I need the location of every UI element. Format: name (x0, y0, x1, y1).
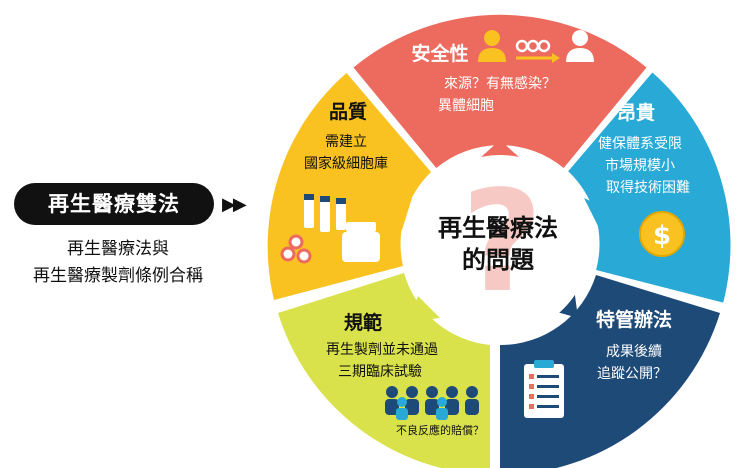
safety-line-2: 異體細胞 (438, 98, 494, 114)
expensive-line-3: 取得技術困難 (606, 179, 690, 196)
dollar-coin-icon: $ (639, 211, 685, 257)
dual-law-description: 再生醫療法與 再生醫療製劑條例合稱 (0, 236, 236, 290)
norms-title: 規範 (344, 311, 382, 334)
expensive-title: 昂貴 (617, 101, 655, 124)
special-line-2: 追蹤公開？ (597, 366, 667, 382)
center-title-line-2: 的問題 (462, 246, 535, 274)
double-arrow-icon: ▶▶ (222, 194, 247, 215)
cell-vials-icon (304, 194, 346, 232)
norms-note: 不良反應的賠償？ (396, 423, 484, 437)
transfer-arrow-icon (516, 53, 560, 63)
checklist-clipboard-icon (524, 360, 564, 418)
expensive-line-1: 健保體系受限 (598, 136, 682, 152)
segment-expensive (568, 72, 731, 303)
center-title-line-1: 再生醫療法 (438, 214, 558, 242)
safety-line-1: 來源？有無感染？ (444, 75, 556, 92)
svg-text:$: $ (653, 221, 671, 251)
quality-line-1: 需建立 (325, 134, 367, 150)
question-mark-watermark: ? (461, 161, 542, 324)
description-line-2: 再生醫療製劑條例合稱 (33, 266, 203, 286)
quality-line-2: 國家級細胞庫 (304, 155, 388, 172)
pointer-quality (386, 198, 412, 230)
center-circle (410, 155, 590, 335)
special-line-1: 成果後續 (606, 344, 662, 360)
safety-title: 安全性 (411, 42, 468, 65)
storage-bottle-icon (342, 222, 380, 262)
person-recipient-icon (566, 30, 594, 62)
expensive-line-2: 市場規模小 (605, 157, 675, 174)
pointer-expensive (584, 198, 618, 230)
petri-cells-icon (280, 234, 312, 264)
regen-dual-law-title: 再生醫療雙法 (14, 183, 214, 225)
pointer-safety (480, 140, 520, 158)
cells-icon (515, 39, 551, 53)
norms-line-1: 再生製劑並未通過 (326, 341, 438, 358)
quality-title: 品質 (329, 100, 367, 123)
pointer-norms (408, 296, 440, 322)
person-donor-icon (478, 30, 506, 62)
segment-norms (278, 273, 490, 468)
norms-line-2: 三期臨床試驗 (338, 364, 422, 380)
segment-quality (267, 73, 431, 300)
patients-group-icon (385, 386, 479, 420)
special-title: 特管辦法 (596, 308, 672, 331)
segment-special-regulation (500, 275, 720, 468)
description-line-1: 再生醫療法與 (67, 239, 169, 259)
